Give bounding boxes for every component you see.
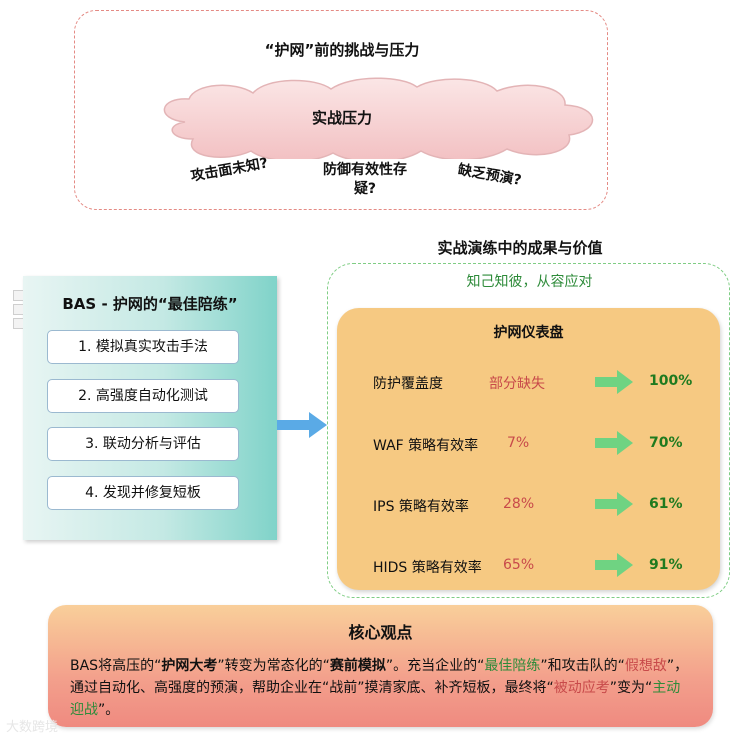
metric-name: IPS 策略有效率 bbox=[373, 499, 469, 515]
card-tab bbox=[13, 290, 23, 301]
results-panel: 知己知彼，从容应对 bbox=[327, 263, 730, 598]
core-keyword-red: 被动应考 bbox=[553, 680, 610, 696]
arrow-right-icon bbox=[595, 553, 633, 577]
core-keyword-green: 最佳陪练 bbox=[484, 658, 541, 674]
arrow-right-icon bbox=[595, 492, 633, 516]
results-subtitle: 知己知彼，从容应对 bbox=[466, 274, 593, 290]
metric-after: 70% bbox=[649, 435, 683, 451]
results-title: 实战演练中的成果与价值 bbox=[437, 239, 603, 257]
dashboard-title: 护网仪表盘 bbox=[493, 325, 564, 341]
bas-card: BAS - 护网的“最佳陪练” 1. 模拟真实攻击手法 2. 高强度自动化测试 … bbox=[13, 276, 277, 540]
bas-item: 2. 高强度自动化测试 bbox=[47, 379, 239, 413]
arrow-right-icon bbox=[595, 431, 633, 455]
core-text-segment: ”变为“ bbox=[609, 680, 653, 696]
challenge-panel: “护网”前的挑战与压力 实战压力 攻击面未知? 防御有效性存疑? 缺乏预演? bbox=[74, 10, 608, 210]
metric-before: 65% bbox=[503, 557, 535, 573]
metric-before: 部分缺失 bbox=[489, 376, 545, 392]
core-text: BAS将高压的“护网大考”转变为常态化的“赛前模拟”。充当企业的“最佳陪练”和攻… bbox=[70, 655, 690, 721]
pressure-label: 实战压力 bbox=[311, 109, 372, 127]
question-defense-effectiveness: 防御有效性存疑? bbox=[323, 162, 407, 197]
metric-after: 100% bbox=[649, 373, 693, 389]
metric-after: 61% bbox=[649, 496, 683, 512]
core-title: 核心观点 bbox=[348, 623, 413, 642]
bas-title: BAS - 护网的“最佳陪练” bbox=[62, 295, 238, 313]
core-text-segment: ”和攻击队的“ bbox=[540, 658, 625, 674]
arrow-right-icon bbox=[277, 412, 327, 438]
metric-name: WAF 策略有效率 bbox=[373, 438, 479, 454]
card-tab bbox=[13, 304, 23, 315]
bas-item: 3. 联动分析与评估 bbox=[47, 427, 239, 461]
metric-name: HIDS 策略有效率 bbox=[373, 560, 482, 576]
core-text-segment: ”。充当企业的“ bbox=[385, 658, 485, 674]
metric-before: 28% bbox=[503, 496, 535, 512]
core-text-segment: BAS将高压的“ bbox=[70, 658, 162, 674]
core-keyword-red: 假想敌 bbox=[624, 658, 667, 674]
core-text-segment: ”转变为常态化的“ bbox=[217, 658, 330, 674]
protection-dashboard: 护网仪表盘 防护覆盖度 部分缺失 100% WAF 策略有效率 7% 70% I… bbox=[337, 308, 720, 590]
core-keyword: 护网大考 bbox=[161, 658, 218, 674]
arrow-right-icon bbox=[595, 370, 633, 394]
core-keyword: 赛前模拟 bbox=[329, 658, 386, 674]
bas-item: 4. 发现并修复短板 bbox=[47, 476, 239, 510]
bas-item: 1. 模拟真实攻击手法 bbox=[47, 330, 239, 364]
pressure-cloud bbox=[163, 77, 594, 159]
question-lack-rehearsal: 缺乏预演? bbox=[456, 161, 523, 189]
metric-before: 7% bbox=[507, 435, 530, 451]
card-tab bbox=[13, 318, 23, 329]
metric-name: 防护覆盖度 bbox=[373, 376, 443, 392]
challenge-title: “护网”前的挑战与压力 bbox=[264, 41, 420, 59]
core-insight-panel: 核心观点 BAS将高压的“护网大考”转变为常态化的“赛前模拟”。充当企业的“最佳… bbox=[48, 605, 713, 727]
watermark: 大数跨境 bbox=[6, 720, 59, 735]
core-text-segment: ”，通过自动化、高强度的预演，帮助企业在“战前”摸清家底、补齐短板，最终将“ bbox=[70, 658, 689, 696]
metric-after: 91% bbox=[649, 557, 683, 573]
core-keyword-green: 主动迎战 bbox=[70, 680, 681, 718]
core-text-segment: ”。 bbox=[98, 702, 120, 718]
